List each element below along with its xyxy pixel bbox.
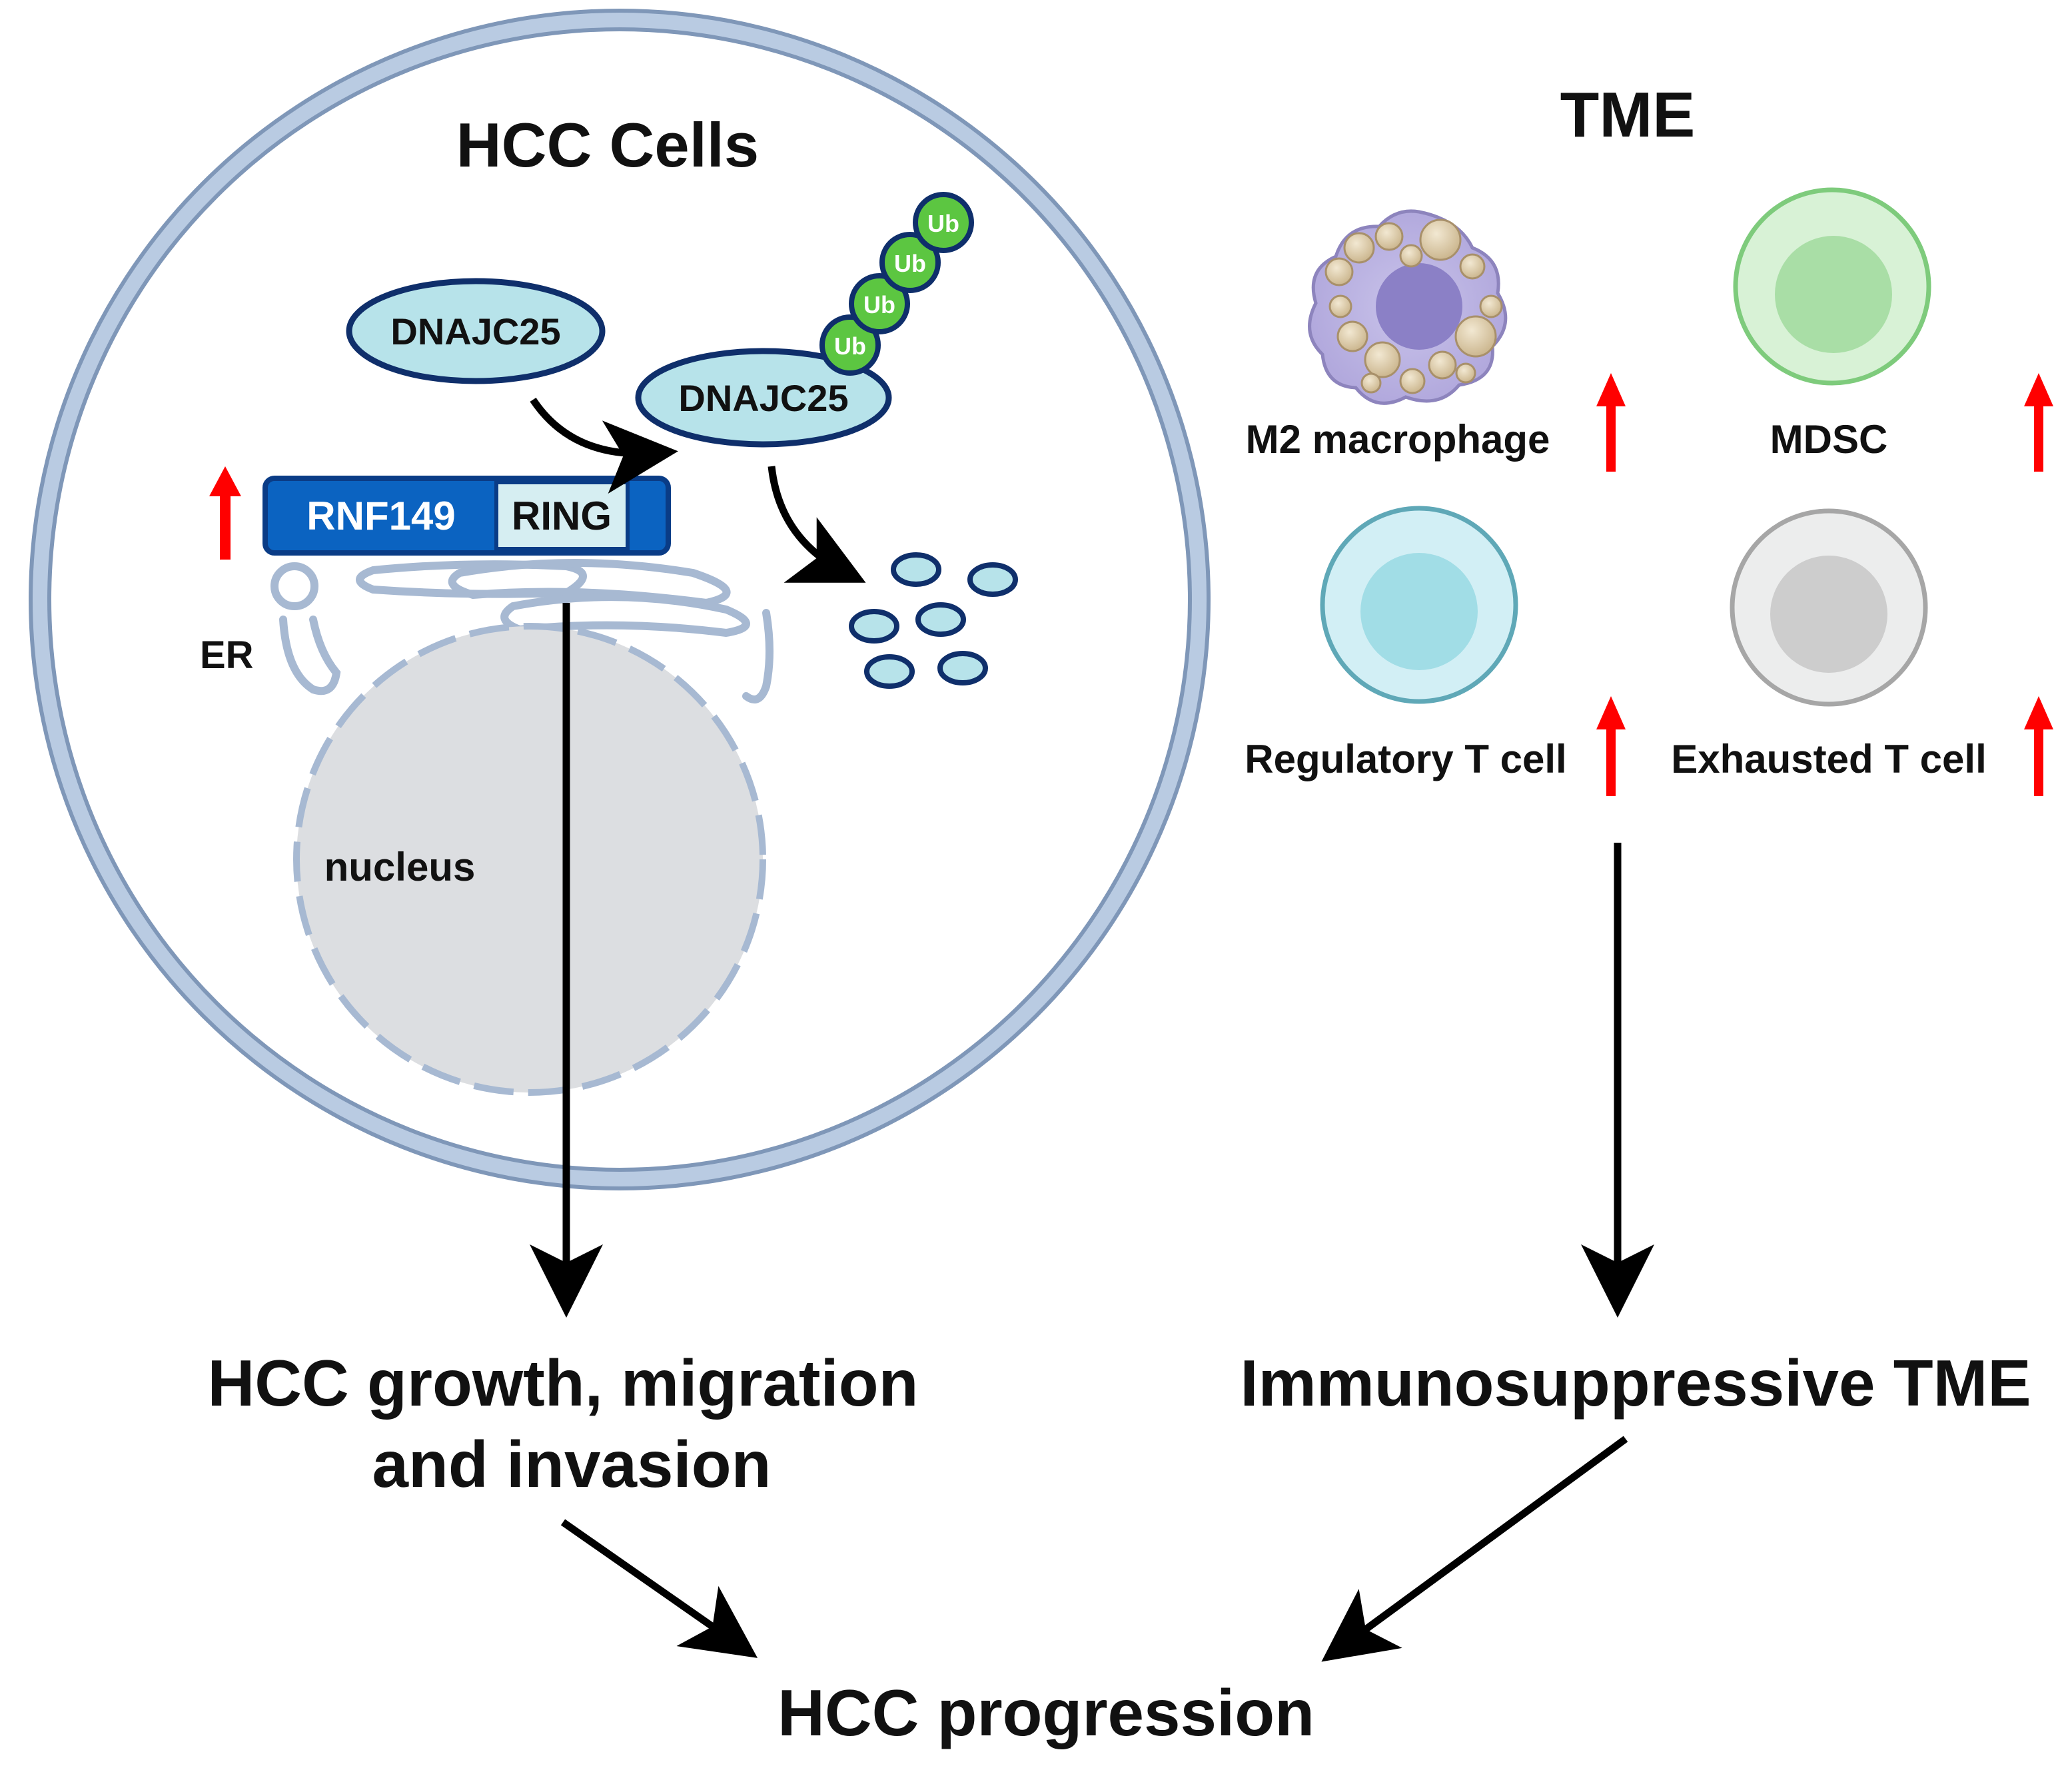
ubiquitin-label: Ub xyxy=(927,210,959,237)
nucleus xyxy=(293,623,766,1096)
arrow-icon xyxy=(560,1519,758,1658)
mdsc-icon xyxy=(1733,187,1931,386)
ubiquitin-bead xyxy=(879,232,941,293)
up-arrow-icon xyxy=(209,466,241,560)
tme-panel: TME M2 macrophage xyxy=(1245,79,2053,1318)
outcome-right: Immunosuppressive TME xyxy=(1240,1346,2031,1420)
regulatory-t-cell-icon xyxy=(1320,506,1518,704)
ubiquitin-chain: Ub Ub Ub Ub xyxy=(819,192,974,376)
outcome-left-line1: HCC growth, migration xyxy=(207,1346,918,1420)
hcc-cell: HCC Cells ER nucleus RNF149 RING DNA xyxy=(29,9,1211,1318)
degradation-fragments xyxy=(849,552,1018,689)
arrow-icon xyxy=(1321,1436,1628,1662)
dnajc25-tagged xyxy=(635,348,892,448)
outcomes: HCC growth, migration and invasion Immun… xyxy=(207,1346,2031,1749)
ubiquitin-bead xyxy=(819,314,881,376)
arrow-icon xyxy=(768,466,866,583)
rnf149-protein: RNF149 RING xyxy=(262,476,671,556)
outcome-left-line2: and invasion xyxy=(372,1428,771,1501)
rnf149-label: RNF149 xyxy=(306,494,455,538)
dnajc25-tagged-label: DNAJC25 xyxy=(678,377,848,419)
ubiquitin-label: Ub xyxy=(894,250,926,277)
ubiquitin-label: Ub xyxy=(834,332,866,360)
dnajc25-free xyxy=(346,278,606,384)
exhausted-t-cell-icon xyxy=(1730,508,1928,707)
m2-macrophage-icon xyxy=(1308,209,1508,405)
endoplasmic-reticulum xyxy=(270,559,774,703)
cell-title: HCC Cells xyxy=(456,110,759,180)
tme-cell-label: M2 macrophage xyxy=(1246,417,1550,462)
ubiquitin-bead xyxy=(849,273,910,334)
tme-cell-label: Regulatory T cell xyxy=(1245,737,1566,781)
up-arrow-icon xyxy=(1596,373,1626,472)
ubiquitin-bead xyxy=(913,192,974,253)
final-outcome: HCC progression xyxy=(777,1676,1314,1749)
dnajc25-free-label: DNAJC25 xyxy=(390,310,560,352)
up-arrow-icon xyxy=(1596,696,1626,796)
ring-domain xyxy=(494,480,630,551)
er-label: ER xyxy=(200,634,254,677)
up-arrow-icon xyxy=(2024,373,2053,472)
tme-title: TME xyxy=(1560,79,1696,151)
arrow-icon xyxy=(530,397,678,494)
tme-cell-label: MDSC xyxy=(1770,417,1888,462)
up-arrow-icon xyxy=(2024,696,2053,796)
nucleus-label: nucleus xyxy=(324,845,476,889)
ubiquitin-label: Ub xyxy=(863,291,895,318)
ring-label: RING xyxy=(512,494,612,538)
cell-membrane-inner xyxy=(33,13,1207,1186)
tme-cell-label: Exhausted T cell xyxy=(1671,737,1987,781)
